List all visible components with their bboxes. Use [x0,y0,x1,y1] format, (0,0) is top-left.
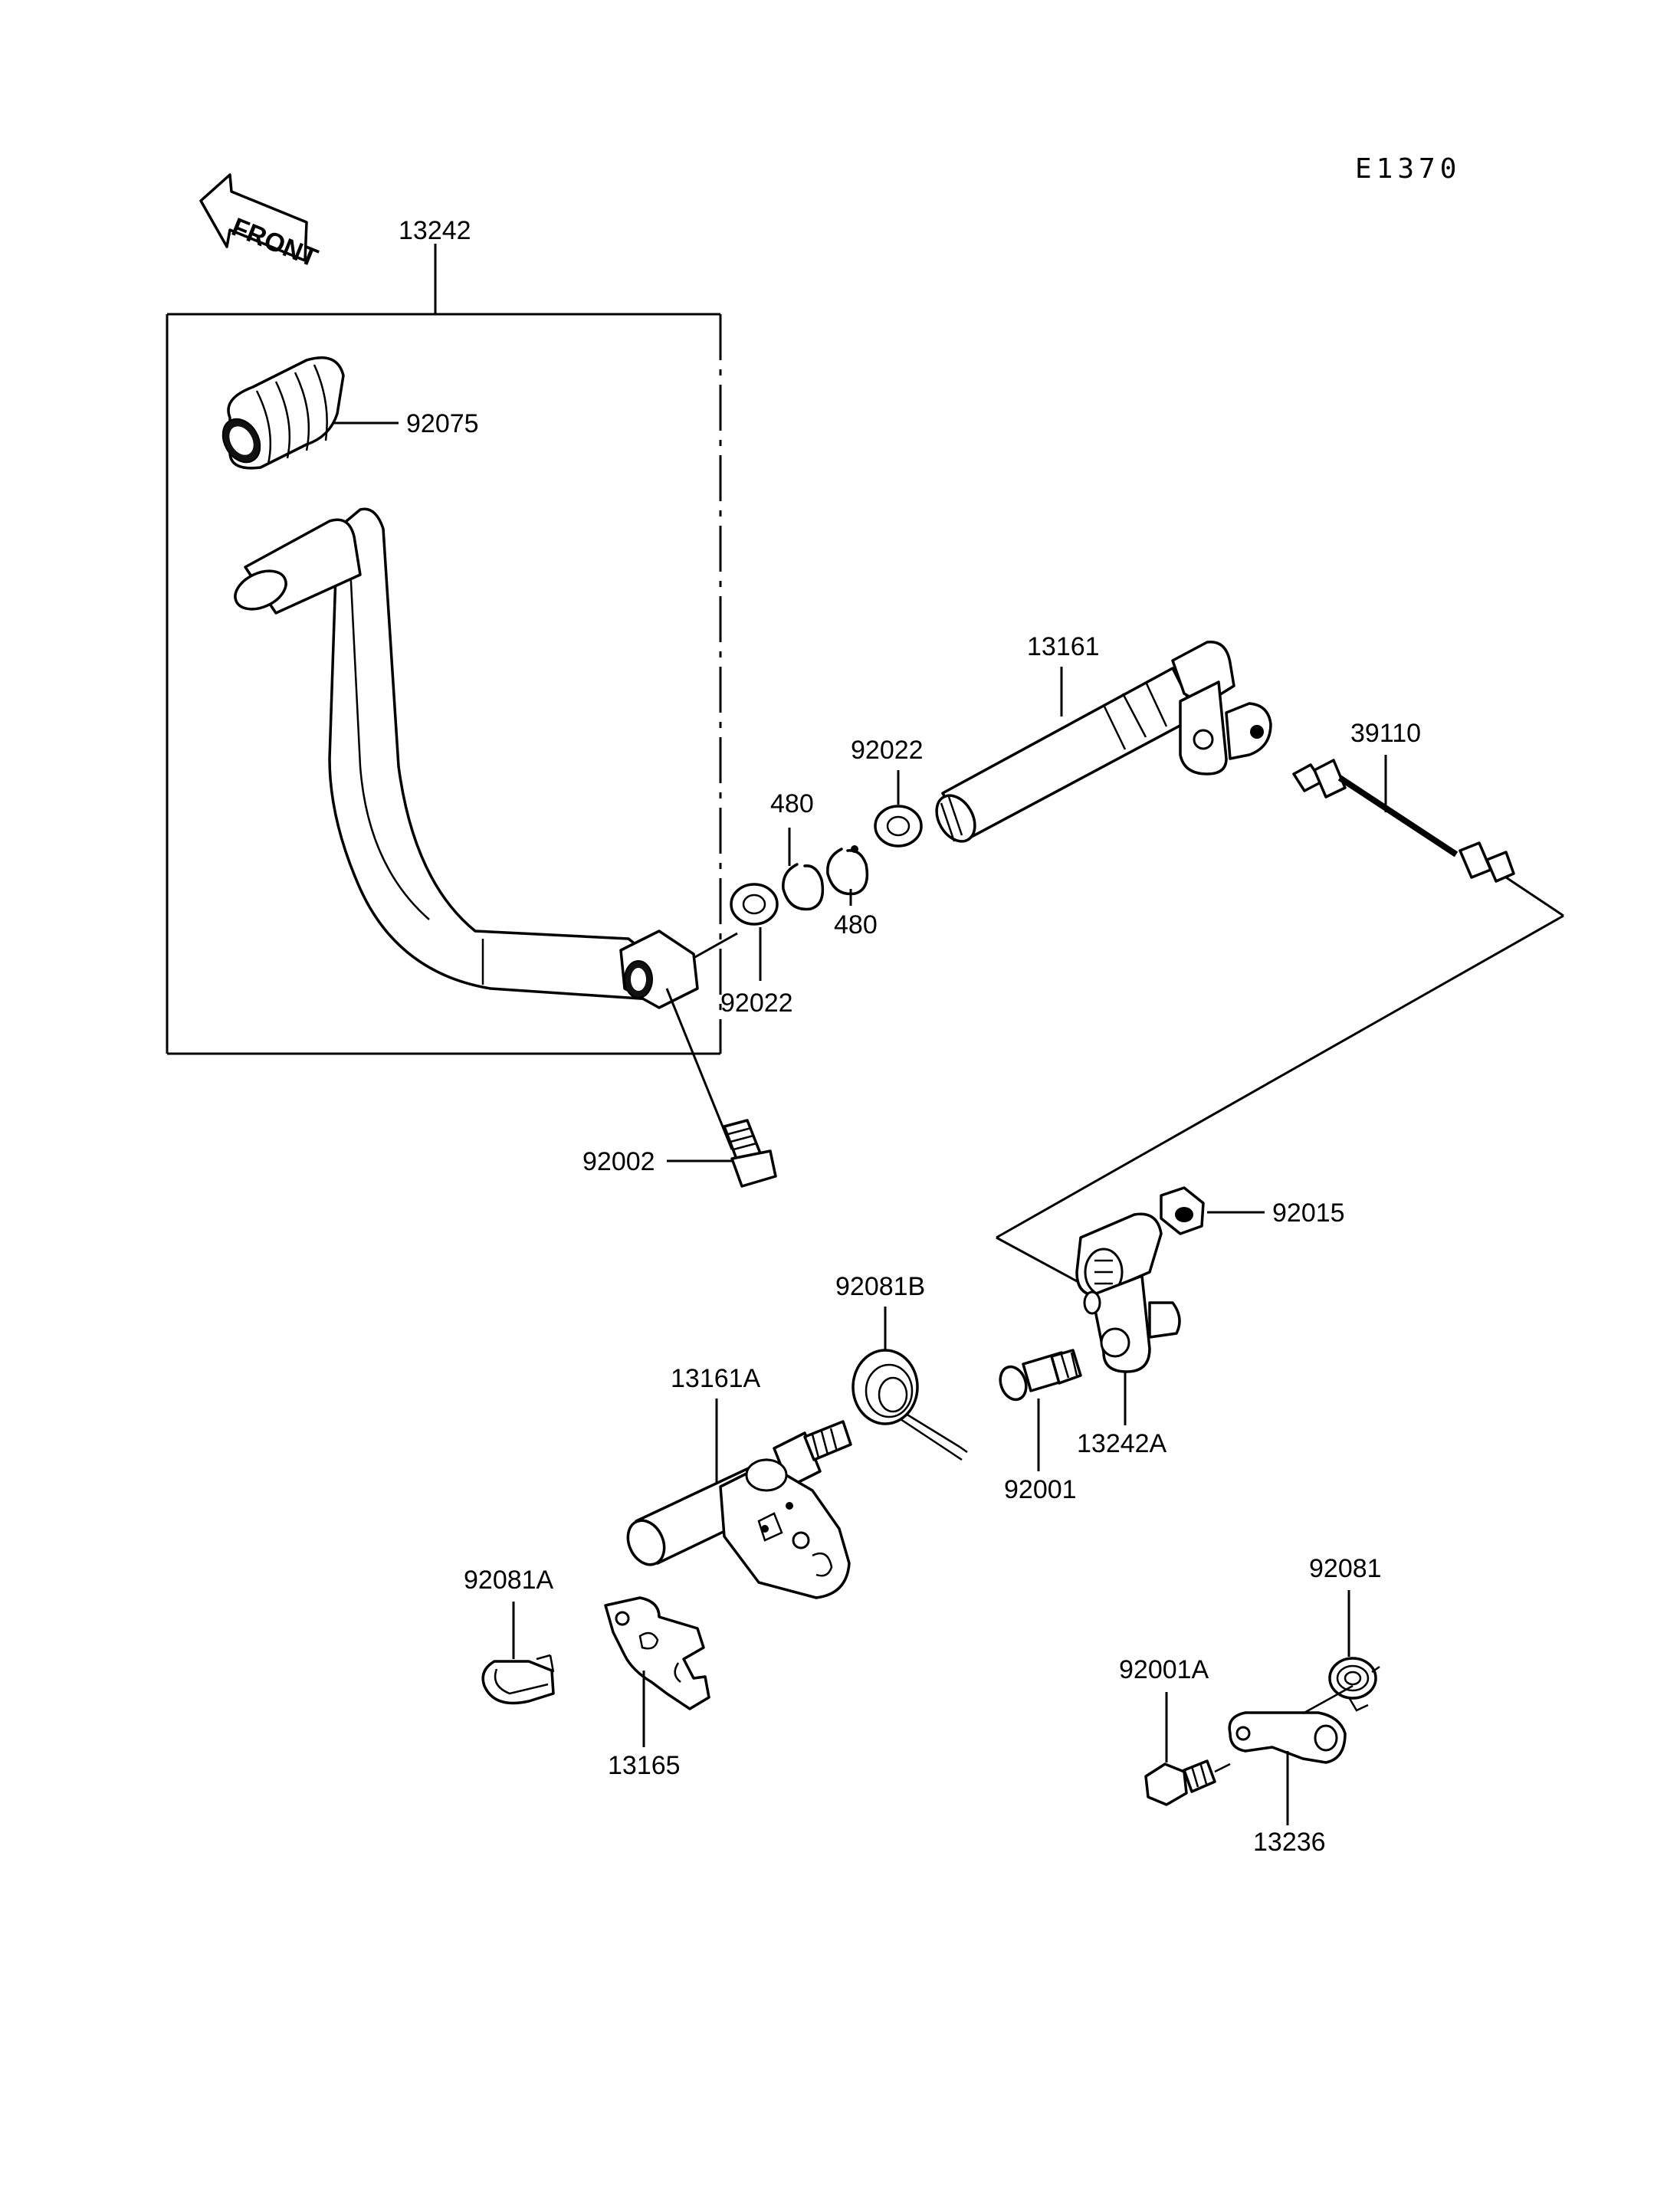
part-label-92022-lower: 92022 [720,989,793,1018]
part-label-13161A: 13161A [671,1364,761,1393]
part-label-92001A: 92001A [1119,1655,1209,1684]
tie-rod-39110-icon [1292,759,1515,883]
diagram-code: E1370 [1355,153,1461,185]
bolt-92001A-icon [1144,1759,1231,1806]
clip-92081A-icon [481,1654,555,1705]
part-label-13165: 13165 [608,1751,681,1780]
shift-shaft-13161-icon [935,641,1272,843]
spring-92081-icon [1328,1657,1380,1712]
washer-92022-upper-icon [874,805,923,848]
part-label-39110: 39110 [1350,719,1421,748]
plate-13165-icon [604,1596,710,1710]
part-label-92081A: 92081A [464,1566,554,1595]
part-label-480-lower: 480 [834,910,878,939]
part-label-92001: 92001 [1004,1475,1077,1504]
shift-pedal-lever-icon [234,507,699,1009]
part-label-13236: 13236 [1253,1828,1326,1857]
part-label-92022-upper: 92022 [851,736,924,765]
lever-13236-icon [1228,1684,1354,1764]
part-label-13161: 13161 [1027,632,1100,661]
circlip-480-upper-icon [782,863,825,911]
stud-92001-icon [999,1349,1082,1402]
bolt-92002-icon [723,1119,777,1188]
guide-lines [996,876,1564,1289]
part-label-92015: 92015 [1272,1199,1345,1228]
part-label-92081B: 92081B [835,1272,925,1301]
circlip-480-lower-icon [826,845,869,896]
part-label-92075: 92075 [406,409,479,438]
part-label-92081: 92081 [1309,1554,1382,1583]
washer-92022-lower-icon [730,883,779,926]
shift-arm-13242A-icon [1075,1212,1181,1373]
nut-92015-icon [1160,1186,1205,1235]
shift-shaft-13161A-icon [626,1420,852,1599]
front-arrow-icon: FRONT [199,173,322,273]
part-label-92002: 92002 [582,1147,655,1176]
part-label-13242: 13242 [399,216,471,245]
assembly-box-13242 [166,244,722,1055]
part-label-480-upper: 480 [770,789,814,818]
return-spring-92081B-icon [851,1349,968,1461]
part-label-13242A: 13242A [1077,1429,1167,1458]
pedal-rubber-icon [221,356,345,470]
